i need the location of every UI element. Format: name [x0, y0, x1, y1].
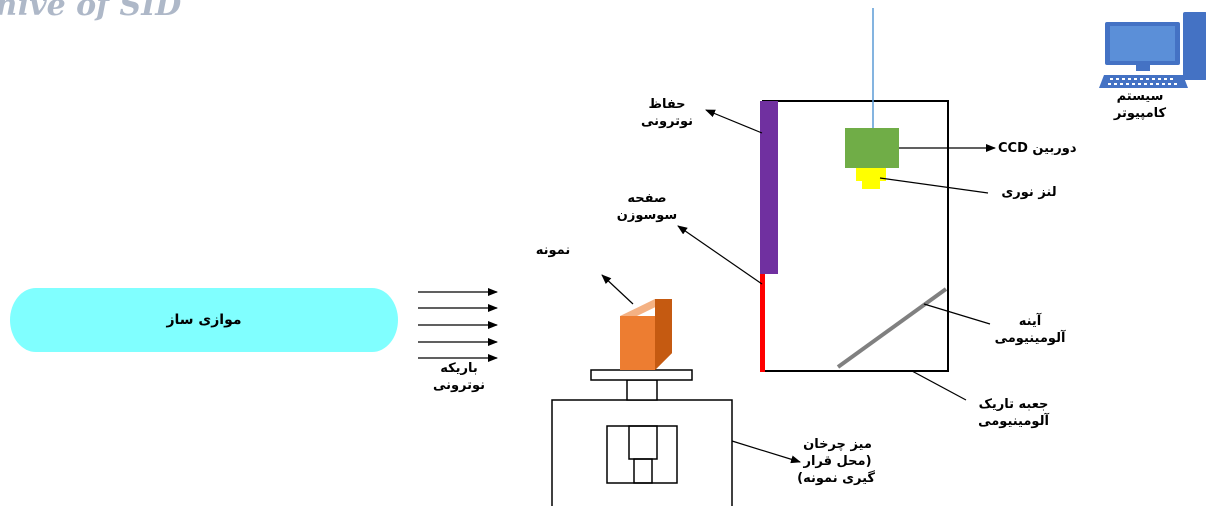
- leader-lines: [601, 109, 996, 464]
- neutron-beam-label: باریکه نوترونی: [432, 361, 486, 393]
- computer-label: سیستم کامپیوتر: [1113, 89, 1167, 121]
- leader-mirror: [923, 303, 991, 325]
- neutron-shield-plate: [760, 101, 778, 274]
- neutron-beam-arrows: [418, 288, 498, 362]
- watermark: hive of SID: [0, 0, 182, 23]
- dark-box-label: جعبه تاریک آلومینیومی: [978, 397, 1049, 429]
- optical-lens: [856, 168, 886, 189]
- ccd-camera: [845, 128, 899, 168]
- computer-icon: [1099, 12, 1206, 88]
- aluminum-mirror: [836, 287, 948, 369]
- sample-label: نمونه: [535, 243, 571, 258]
- leader-scintillator: [677, 225, 763, 285]
- scintillator-label: صفحه سوسوزن: [616, 191, 678, 223]
- leader-sample: [601, 274, 634, 305]
- optical-lens-label: لنز نوری: [1001, 185, 1057, 200]
- rotary-table: [551, 369, 733, 506]
- leader-rotary: [731, 440, 801, 464]
- ccd-camera-label: دوربین CCD: [998, 141, 1077, 156]
- leader-dark-box: [911, 370, 967, 401]
- collimator: موازی ساز: [10, 288, 398, 352]
- leader-shield: [705, 109, 763, 134]
- collimator-label: موازی ساز: [166, 312, 242, 328]
- scintillator-plate: [760, 274, 765, 372]
- rotary-table-label: میز چرخان (محل قرار گیری نمونه): [797, 437, 875, 486]
- leader-lens: [879, 177, 989, 194]
- mirror-label: آینه آلومینیومی: [994, 314, 1066, 346]
- sample-cube: [620, 299, 672, 370]
- neutron-shield-label: حفاظ نوترونی: [640, 97, 694, 129]
